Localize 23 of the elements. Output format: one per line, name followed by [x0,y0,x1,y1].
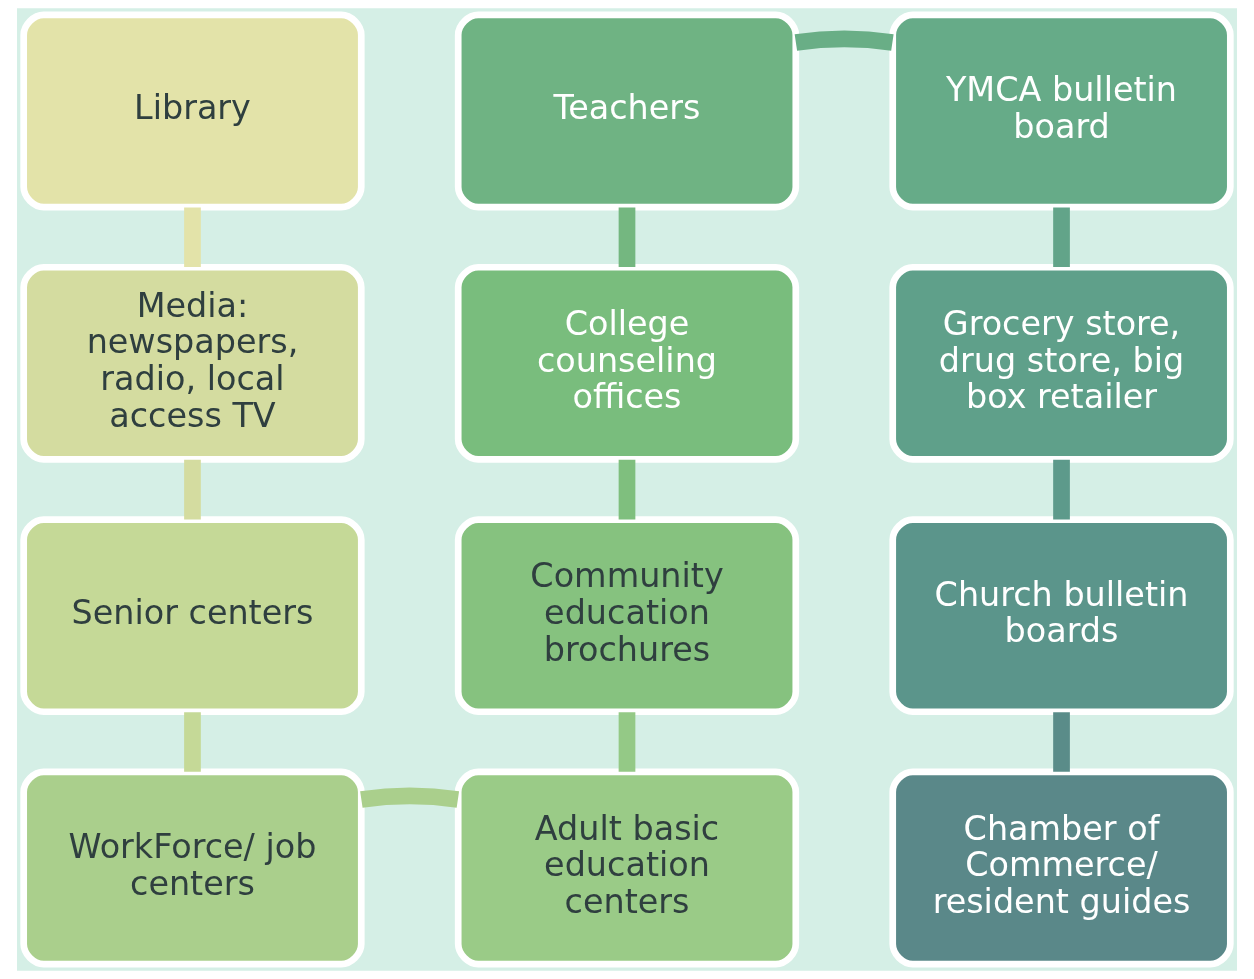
node-box: Media: newspapers, radio, local access TV [20,263,365,463]
node-box: Community education brochures [454,516,800,716]
node-box: YMCA bulletin board [889,11,1234,211]
connector [184,459,201,520]
node-box: Grocery store, drug store, big box retailer [889,263,1234,463]
node-box: College counseling offices [454,263,800,463]
node-box: Teachers [454,11,800,211]
connector [618,712,636,772]
connector [1053,207,1070,268]
connector [1053,712,1070,772]
node-box: Adult basic education centers [454,768,800,968]
connector [184,712,201,772]
connector [618,459,636,520]
node-box: WorkForce/ job centers [20,768,365,968]
connector [1053,459,1070,520]
connector [360,787,459,808]
connector [184,207,201,268]
node-box: Chamber of Commerce/ resident guides [889,768,1234,968]
connector [618,207,636,268]
node-box: Church bulletin boards [889,516,1234,716]
node-box: Senior centers [20,516,365,716]
connector [794,30,894,51]
node-box: Library [20,11,365,211]
